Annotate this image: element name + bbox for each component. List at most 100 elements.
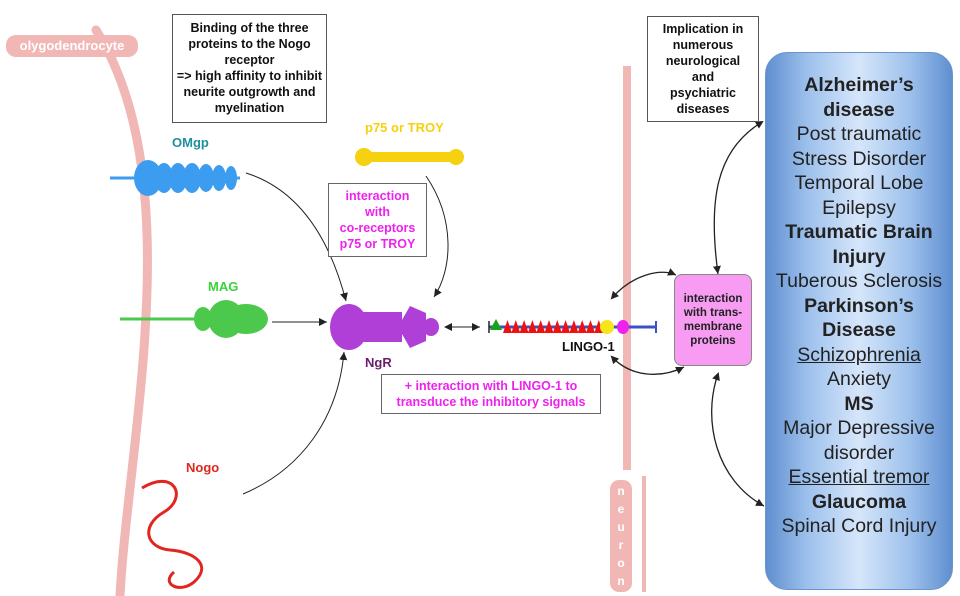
mag-label: MAG [208, 279, 239, 294]
transmembrane-line: membrane [683, 321, 743, 333]
lingo-interaction-note-line: + interaction with LINGO-1 to [404, 379, 578, 393]
disease-item: Post traumatic [768, 122, 950, 147]
oligodendrocyte-label: olygodendrocyte [6, 35, 138, 57]
disease-text: Tuberous Sclerosis [775, 270, 943, 292]
disease-text: Disease [822, 319, 896, 341]
disease-item: Spinal Cord Injury [768, 514, 950, 539]
coreceptor-note-line: interaction [345, 189, 410, 203]
nogo-label: Nogo [186, 460, 220, 475]
ngr-label: NgR [365, 355, 392, 370]
disease-text: MS [844, 392, 874, 415]
disease-text: Schizophrenia [797, 343, 921, 366]
disease-item: Essential tremor [768, 465, 950, 490]
transmembrane-box: interaction with trans- membrane protein… [674, 274, 752, 366]
arrow-p75-ngr [425, 175, 449, 298]
binding-note-line: neurite outgrowth and [183, 85, 316, 99]
lingo-domain [552, 320, 562, 333]
disease-text: Anxiety [827, 368, 891, 390]
lingo-interaction-note-line: transduce the inhibitory signals [396, 395, 586, 409]
disease-text: Post traumatic [796, 123, 922, 145]
lingo-label: LINGO-1 [562, 339, 615, 354]
coreceptor-note: interaction with co-receptors p75 or TRO… [328, 183, 427, 257]
omgp-protein [110, 160, 240, 196]
lingo-domain [586, 320, 595, 333]
disease-text: Parkinson’s [804, 294, 914, 317]
disease-item: Disease [768, 318, 950, 343]
disease-text: Essential tremor [788, 466, 930, 488]
arrow-lingo-transmembrane-lower [610, 355, 685, 375]
disease-item: Temporal Lobe [768, 171, 950, 196]
disease-item: Injury [768, 245, 950, 270]
disease-item: disorder [768, 441, 950, 466]
disease-item: Glaucoma [768, 490, 950, 515]
lingo-domain [577, 320, 587, 333]
neuron-letter: r [618, 538, 624, 552]
arrow-implication-transmembrane [712, 120, 764, 275]
arrow-nogo-ngr [242, 351, 348, 495]
lingo-domain [544, 320, 554, 333]
implication-note-line: neurological [665, 54, 741, 68]
implication-note-line: diseases [676, 102, 730, 116]
mag-protein [120, 300, 268, 338]
disease-text: disorder [823, 441, 895, 464]
implication-note-line: psychiatric [669, 86, 736, 100]
ngr-receptor [330, 304, 439, 350]
neuron-letter: u [617, 520, 625, 534]
lingo-domain [527, 320, 537, 333]
disease-item: Stress Disorder [768, 147, 950, 172]
disease-item: Alzheimer’s [768, 73, 950, 98]
disease-text: disease [823, 98, 895, 121]
disease-item: Traumatic Brain [768, 220, 950, 245]
disease-item: disease [768, 98, 950, 123]
disease-text: Epilepsy [822, 196, 896, 219]
binding-note-line: Binding of the three [190, 21, 309, 35]
implication-note-line: numerous [672, 38, 734, 52]
arrow-omgp-ngr [245, 172, 348, 302]
binding-note-line: => high affinity to inhibit [176, 69, 323, 83]
lingo-domain [536, 320, 546, 333]
binding-note-line: myelination [214, 101, 285, 115]
coreceptor-note-line: with [365, 205, 390, 219]
neuron-letter: n [617, 484, 625, 498]
coreceptor-note-line: p75 or TROY [339, 237, 416, 251]
disease-text: Injury [832, 245, 886, 268]
coreceptor-note-line: co-receptors [339, 221, 416, 235]
lingo-domain [519, 320, 529, 333]
disease-item: Parkinson’s [768, 294, 950, 319]
binding-note-line: receptor [224, 53, 275, 67]
disease-item: Schizophrenia [768, 343, 950, 368]
arrow-transmembrane-diseases [711, 372, 765, 507]
disease-text: Spinal Cord Injury [781, 515, 937, 537]
lingo-domain [561, 320, 571, 333]
lingo-domain [569, 320, 579, 333]
implication-note-line: and [691, 70, 715, 84]
neuron-letter: n [617, 574, 625, 588]
disease-text: Major Depressive [783, 417, 935, 439]
nogo-protein [141, 479, 204, 589]
transmembrane-line: interaction [683, 293, 743, 305]
transmembrane-line: proteins [690, 335, 736, 347]
lingo-domain [503, 320, 512, 333]
binding-note: Binding of the three proteins to the Nog… [172, 14, 327, 123]
disease-item: Major Depressive [768, 416, 950, 441]
neuron-letter: o [617, 556, 625, 570]
arrow-lingo-transmembrane-upper [610, 268, 677, 300]
neuron-label: n e u r o n [610, 480, 632, 592]
disease-text: Alzheimer’s [804, 74, 914, 96]
binding-note-line: proteins to the Nogo [188, 37, 311, 51]
disease-item: MS [768, 392, 950, 417]
disease-text: Temporal Lobe [794, 172, 924, 194]
lingo-interaction-note: + interaction with LINGO-1 to transduce … [381, 374, 601, 414]
disease-item: Epilepsy [768, 196, 950, 221]
neuron-letter: e [617, 502, 625, 516]
implication-note: Implication in numerous neurological and… [647, 16, 759, 122]
disease-text: Stress Disorder [791, 147, 927, 170]
transmembrane-line: with trans- [683, 307, 743, 319]
disease-text: Glaucoma [811, 490, 907, 513]
lingo-domain [511, 320, 521, 333]
omgp-label: OMgp [172, 135, 209, 150]
disease-item: Anxiety [768, 367, 950, 392]
lingo-1-protein [488, 319, 657, 334]
p75-label: p75 or TROY [365, 120, 444, 135]
